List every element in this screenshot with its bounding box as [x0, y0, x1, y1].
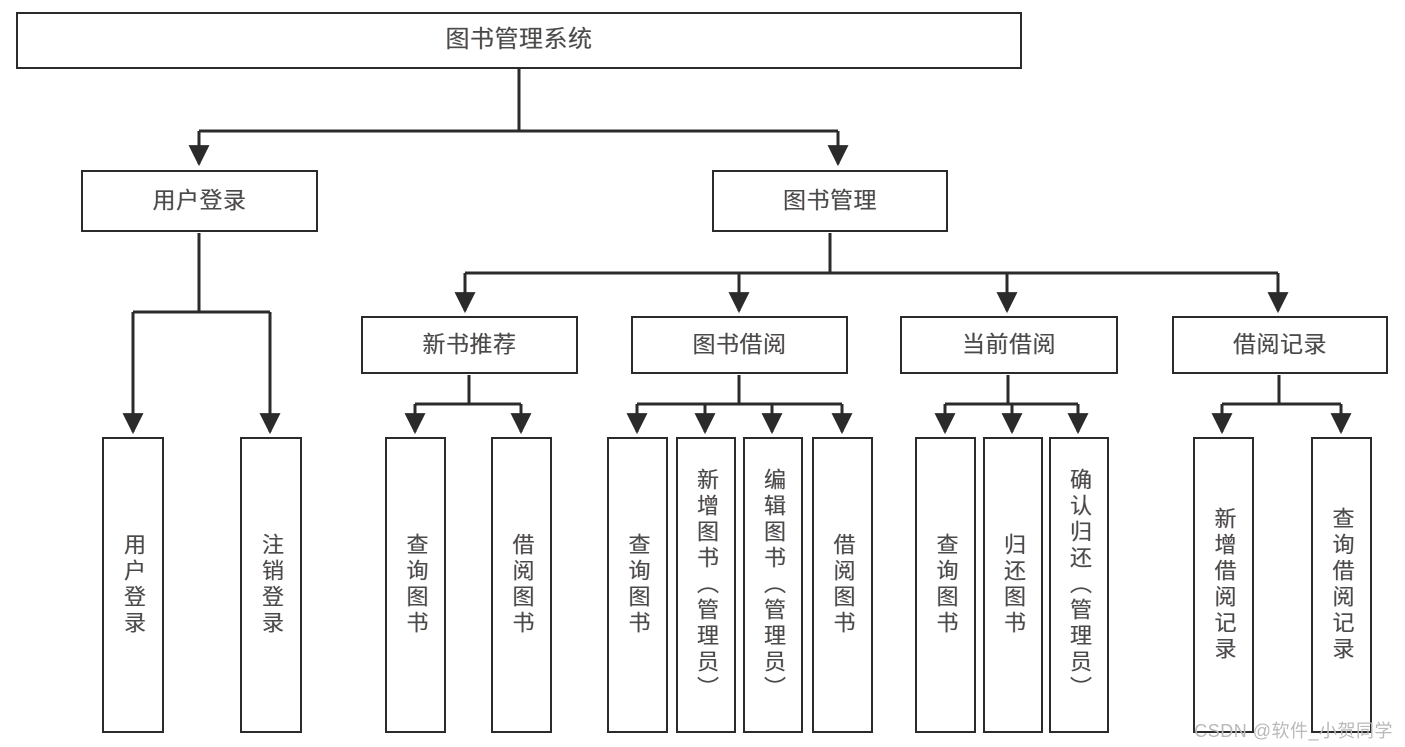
- leaf-add-borrow-record[interactable]: 新增借阅记录: [1193, 437, 1254, 733]
- node-label: 借阅记录: [1233, 331, 1327, 358]
- leaf-query-borrow-record[interactable]: 查询借阅记录: [1311, 437, 1372, 733]
- node-label: 用户登录: [152, 187, 247, 214]
- node-current-borrow[interactable]: 当前借阅: [900, 316, 1118, 374]
- node-label: 当前借阅: [962, 331, 1056, 358]
- node-label: 图书借阅: [692, 331, 787, 358]
- leaf-borrow-book[interactable]: 借阅图书: [812, 437, 873, 733]
- node-label: 注销登录: [259, 533, 284, 637]
- watermark-text: CSDN @软件_小贺同学: [1194, 721, 1393, 741]
- node-label: 新增图书（管理员）: [694, 468, 719, 702]
- node-label: 借阅图书: [509, 533, 535, 637]
- node-root-system[interactable]: 图书管理系统: [16, 12, 1022, 69]
- node-label: 图书管理: [783, 187, 877, 214]
- node-borrow-record[interactable]: 借阅记录: [1172, 316, 1388, 374]
- leaf-edit-book-admin[interactable]: 编辑图书（管理员）: [743, 437, 803, 733]
- leaf-confirm-return-admin[interactable]: 确认归还（管理员）: [1049, 437, 1109, 733]
- node-book-borrow[interactable]: 图书借阅: [631, 316, 848, 374]
- node-label: 编辑图书（管理员）: [761, 468, 786, 702]
- leaf-query-book-new[interactable]: 查询图书: [385, 437, 446, 733]
- node-label: 查询图书: [933, 533, 959, 637]
- node-label: 图书管理系统: [445, 26, 593, 54]
- node-label: 借阅图书: [830, 533, 856, 637]
- leaf-return-book[interactable]: 归还图书: [983, 437, 1043, 733]
- leaf-add-book-admin[interactable]: 新增图书（管理员）: [676, 437, 736, 733]
- node-label: 归还图书: [1001, 533, 1026, 637]
- node-label: 确认归还（管理员）: [1067, 468, 1092, 702]
- node-book-management[interactable]: 图书管理: [712, 170, 948, 232]
- leaf-query-book-current[interactable]: 查询图书: [915, 437, 976, 733]
- node-label: 查询图书: [403, 533, 429, 637]
- node-label: 查询图书: [625, 533, 651, 637]
- leaf-query-book-borrow[interactable]: 查询图书: [607, 437, 668, 733]
- leaf-user-login[interactable]: 用户登录: [102, 437, 164, 733]
- node-label: 新书推荐: [422, 331, 517, 358]
- node-label: 新增借阅记录: [1211, 507, 1237, 663]
- leaf-borrow-book-new[interactable]: 借阅图书: [491, 437, 552, 733]
- node-new-book-recommend[interactable]: 新书推荐: [361, 316, 578, 374]
- node-user-login[interactable]: 用户登录: [81, 170, 318, 232]
- node-label: 用户登录: [121, 533, 146, 637]
- node-label: 查询借阅记录: [1329, 507, 1355, 663]
- leaf-logout[interactable]: 注销登录: [240, 437, 302, 733]
